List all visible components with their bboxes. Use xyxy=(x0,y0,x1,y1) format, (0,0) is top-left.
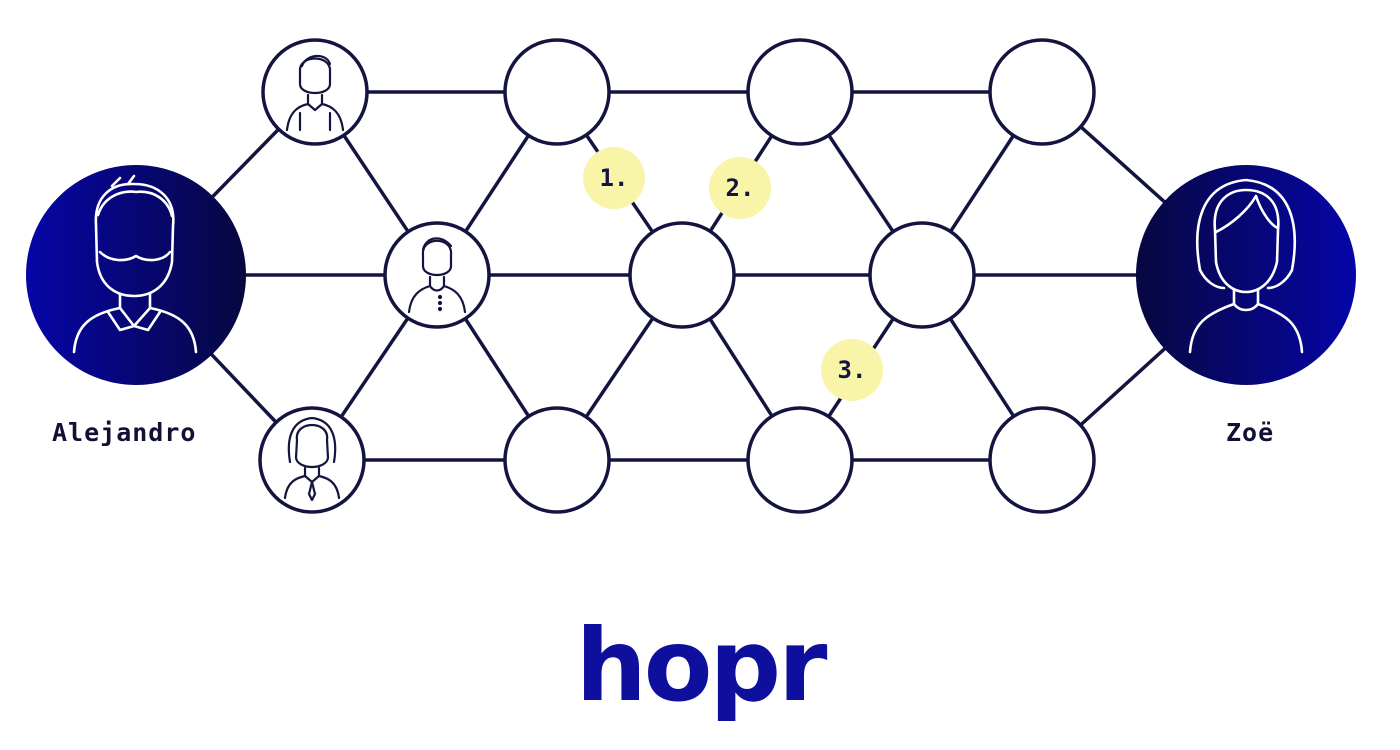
logo-text: hopr xyxy=(576,607,828,724)
relay-node-bottom xyxy=(258,406,366,514)
hopr-logo: hopr xyxy=(576,607,831,724)
receiver-node xyxy=(1136,165,1356,385)
sender-name-label: Alejandro xyxy=(52,418,197,447)
empty-nodes xyxy=(503,38,1096,514)
relay-node-top xyxy=(261,38,369,146)
network-node xyxy=(628,221,736,329)
relay-node-middle xyxy=(383,221,491,329)
person-icon xyxy=(285,54,345,132)
network-node xyxy=(988,406,1096,514)
hop-badge-3: 3. xyxy=(821,339,883,401)
network-node xyxy=(988,38,1096,146)
male-user-icon xyxy=(72,174,198,354)
receiver-name-label: Zoë xyxy=(1226,418,1275,447)
network-node xyxy=(746,38,854,146)
network-node xyxy=(503,406,611,514)
network-node xyxy=(746,406,854,514)
hop-label-2: 2. xyxy=(726,174,755,202)
network-node xyxy=(868,221,976,329)
network-node xyxy=(503,38,611,146)
hop-label-3: 3. xyxy=(838,356,867,384)
sender-node xyxy=(26,165,246,385)
person-with-tie-icon xyxy=(283,416,341,502)
hop-badge-1: 1. xyxy=(583,147,645,209)
hop-label-1: 1. xyxy=(600,164,629,192)
hop-badge-2: 2. xyxy=(709,157,771,219)
person-icon xyxy=(407,237,467,314)
female-user-icon xyxy=(1188,178,1304,354)
